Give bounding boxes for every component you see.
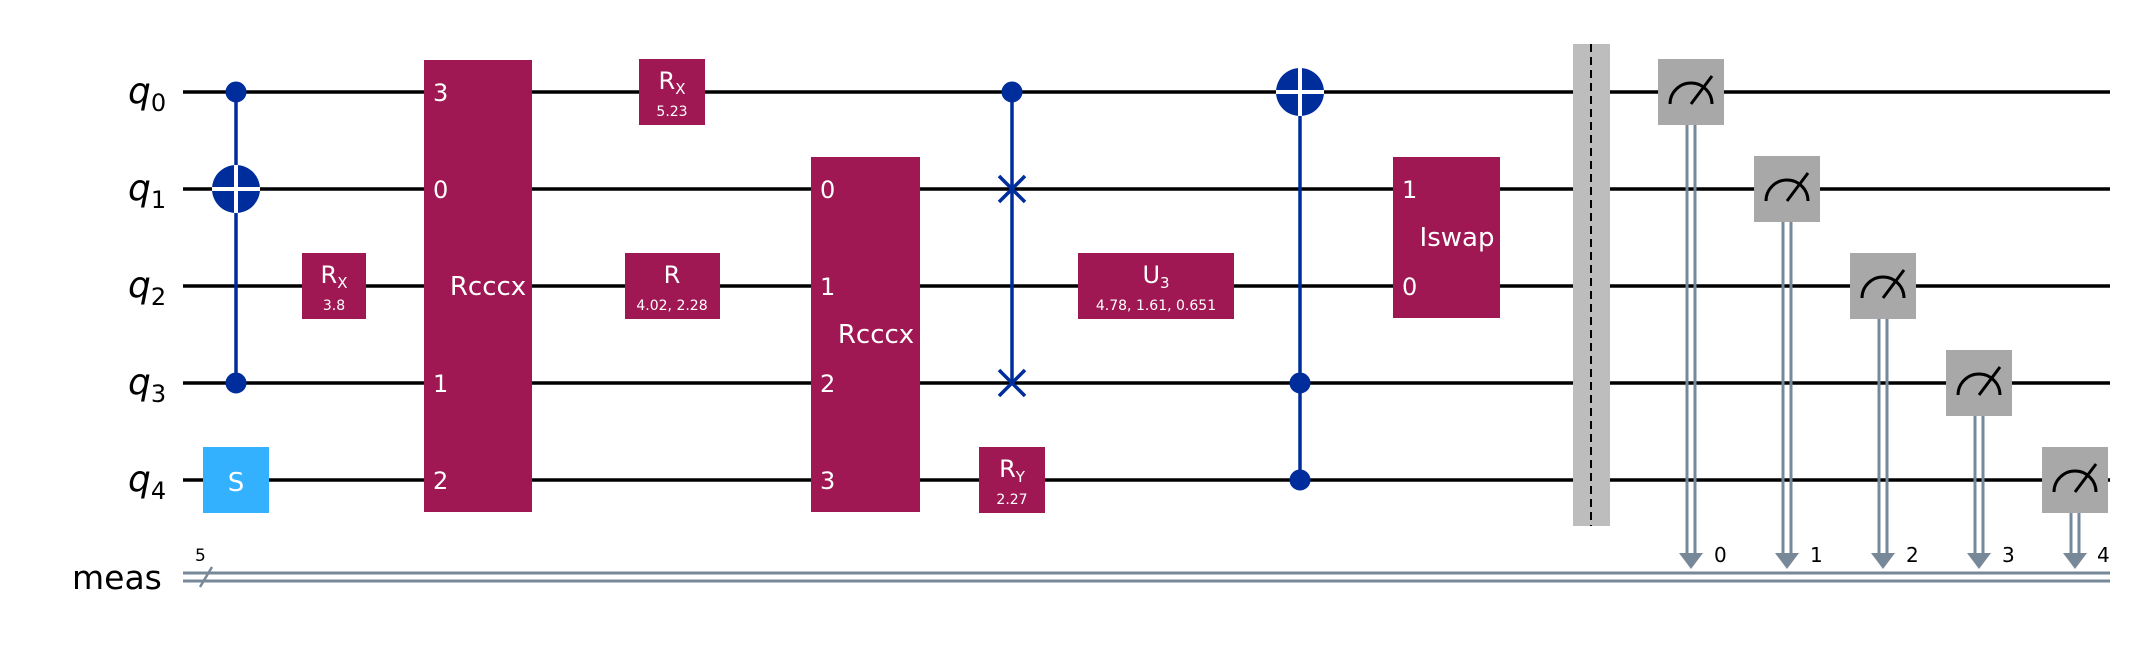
ry-q4-name: R xyxy=(999,455,1016,483)
meter-icon xyxy=(1860,275,1906,299)
meter-icon xyxy=(1956,372,2002,396)
s-gate-label: S xyxy=(228,468,245,498)
rx-q0-sub: X xyxy=(675,80,685,98)
ry-q4-label: RY xyxy=(999,455,1026,486)
meter-icon xyxy=(1764,178,1810,202)
rx-gate-q0: RX 5.23 xyxy=(639,59,705,125)
label-q2: q2 xyxy=(128,265,166,311)
label-q1-base: q xyxy=(128,168,151,209)
measure-q0-bit: 0 xyxy=(1714,543,1727,567)
measure-q2-bit: 2 xyxy=(1906,543,1919,567)
rx-q2-sub: X xyxy=(337,274,347,292)
measure-arrow-q2 xyxy=(1871,553,1895,569)
ry-q4-param: 2.27 xyxy=(996,492,1027,508)
cx-control-q0-dot xyxy=(225,81,247,103)
measure-arrow-q4 xyxy=(2063,553,2087,569)
u3-q2-label: U3 xyxy=(1142,261,1169,292)
ccx-control-q4-dot xyxy=(1289,469,1311,491)
rcccx-gate-1: 3 0 1 2 Rcccx xyxy=(424,60,532,512)
ry-q4-sub: Y xyxy=(1015,468,1026,486)
rx-q0-label: RX xyxy=(659,67,686,98)
measure-q1: 1 xyxy=(1754,156,1823,569)
classical-bit-count: 5 xyxy=(195,546,206,566)
rcccx1-pin-q1: 0 xyxy=(433,176,448,204)
rcccx2-pin-q3: 2 xyxy=(820,370,835,398)
measure-q4-bit: 4 xyxy=(2097,543,2110,567)
rx-q2-name: R xyxy=(321,261,338,289)
label-q3: q3 xyxy=(128,362,166,408)
label-q4: q4 xyxy=(128,459,166,505)
label-q2-base: q xyxy=(128,265,151,306)
rx-q0-name: R xyxy=(659,67,676,95)
cswap-control-dot xyxy=(1001,81,1023,103)
iswap-pin-q2: 0 xyxy=(1402,273,1417,301)
r-q2-label: R xyxy=(664,261,681,289)
label-q0: q0 xyxy=(128,71,166,117)
measure-arrow-q0 xyxy=(1679,553,1703,569)
u3-q2-sub: 3 xyxy=(1160,274,1170,292)
u3-gate-q2: U3 4.78, 1.61, 0.651 xyxy=(1078,253,1234,319)
ccx-gate xyxy=(1276,68,1324,491)
label-meas: meas xyxy=(72,558,162,597)
label-q1-sub: 1 xyxy=(151,186,166,214)
rx-q2-param: 3.8 xyxy=(323,298,345,314)
iswap-pin-q1: 1 xyxy=(1402,176,1417,204)
measure-q0: 0 xyxy=(1658,59,1727,569)
label-q3-sub: 3 xyxy=(151,380,166,408)
rx-q0-param: 5.23 xyxy=(656,104,687,120)
label-q1: q1 xyxy=(128,168,166,214)
measure-q3: 3 xyxy=(1946,350,2015,569)
barrier xyxy=(1573,44,1610,526)
label-q4-base: q xyxy=(128,459,151,500)
u3-q2-param: 4.78, 1.61, 0.651 xyxy=(1096,298,1216,314)
measure-q2: 2 xyxy=(1850,253,1919,569)
meter-icon xyxy=(1668,81,1714,105)
swap-x-icon-q3 xyxy=(997,368,1027,398)
r-q2-param: 4.02, 2.28 xyxy=(636,298,707,314)
rcccx1-pin-q0: 3 xyxy=(433,79,448,107)
rcccx1-pin-q4: 2 xyxy=(433,467,448,495)
measure-arrow-q3 xyxy=(1967,553,1991,569)
cswap-gate xyxy=(997,81,1027,398)
cx-control-q3-dot xyxy=(225,372,247,394)
wire-labels: q0 q1 q2 q3 q4 meas xyxy=(72,71,166,597)
measure-q3-bit: 3 xyxy=(2002,543,2015,567)
measure-q1-bit: 1 xyxy=(1810,543,1823,567)
ry-gate-q4: RY 2.27 xyxy=(979,447,1045,513)
u3-q2-name: U xyxy=(1142,261,1160,289)
bus-slash xyxy=(198,566,214,588)
iswap-label: Iswap xyxy=(1420,223,1495,253)
rcccx2-pin-q1: 0 xyxy=(820,176,835,204)
rcccx2-pin-q4: 3 xyxy=(820,467,835,495)
label-q2-sub: 2 xyxy=(151,283,166,311)
label-q3-base: q xyxy=(128,362,151,403)
ccx-control-q3-dot xyxy=(1289,372,1311,394)
classical-wire: 5 xyxy=(183,546,2110,588)
measure-arrow-q1 xyxy=(1775,553,1799,569)
rcccx2-pin-q2: 1 xyxy=(820,273,835,301)
rcccx1-label: Rcccx xyxy=(450,272,526,302)
label-q0-base: q xyxy=(128,71,151,112)
iswap-gate: 1 0 Iswap xyxy=(1393,157,1500,318)
rx-q2-label: RX xyxy=(321,261,348,292)
rx-gate-q2: RX 3.8 xyxy=(302,253,366,319)
rcccx1-pin-q3: 1 xyxy=(433,370,448,398)
label-q0-sub: 0 xyxy=(151,89,166,117)
s-gate: S xyxy=(203,447,269,513)
rcccx2-label: Rcccx xyxy=(838,320,914,350)
measure-q4: 4 xyxy=(2042,447,2110,569)
meter-icon xyxy=(2052,469,2098,493)
rcccx-gate-2: 0 1 2 3 Rcccx xyxy=(811,157,920,512)
label-q4-sub: 4 xyxy=(151,477,166,505)
r-gate-q2: R 4.02, 2.28 xyxy=(625,253,720,319)
cx-gate xyxy=(212,81,260,394)
swap-x-icon-q1 xyxy=(997,174,1027,204)
